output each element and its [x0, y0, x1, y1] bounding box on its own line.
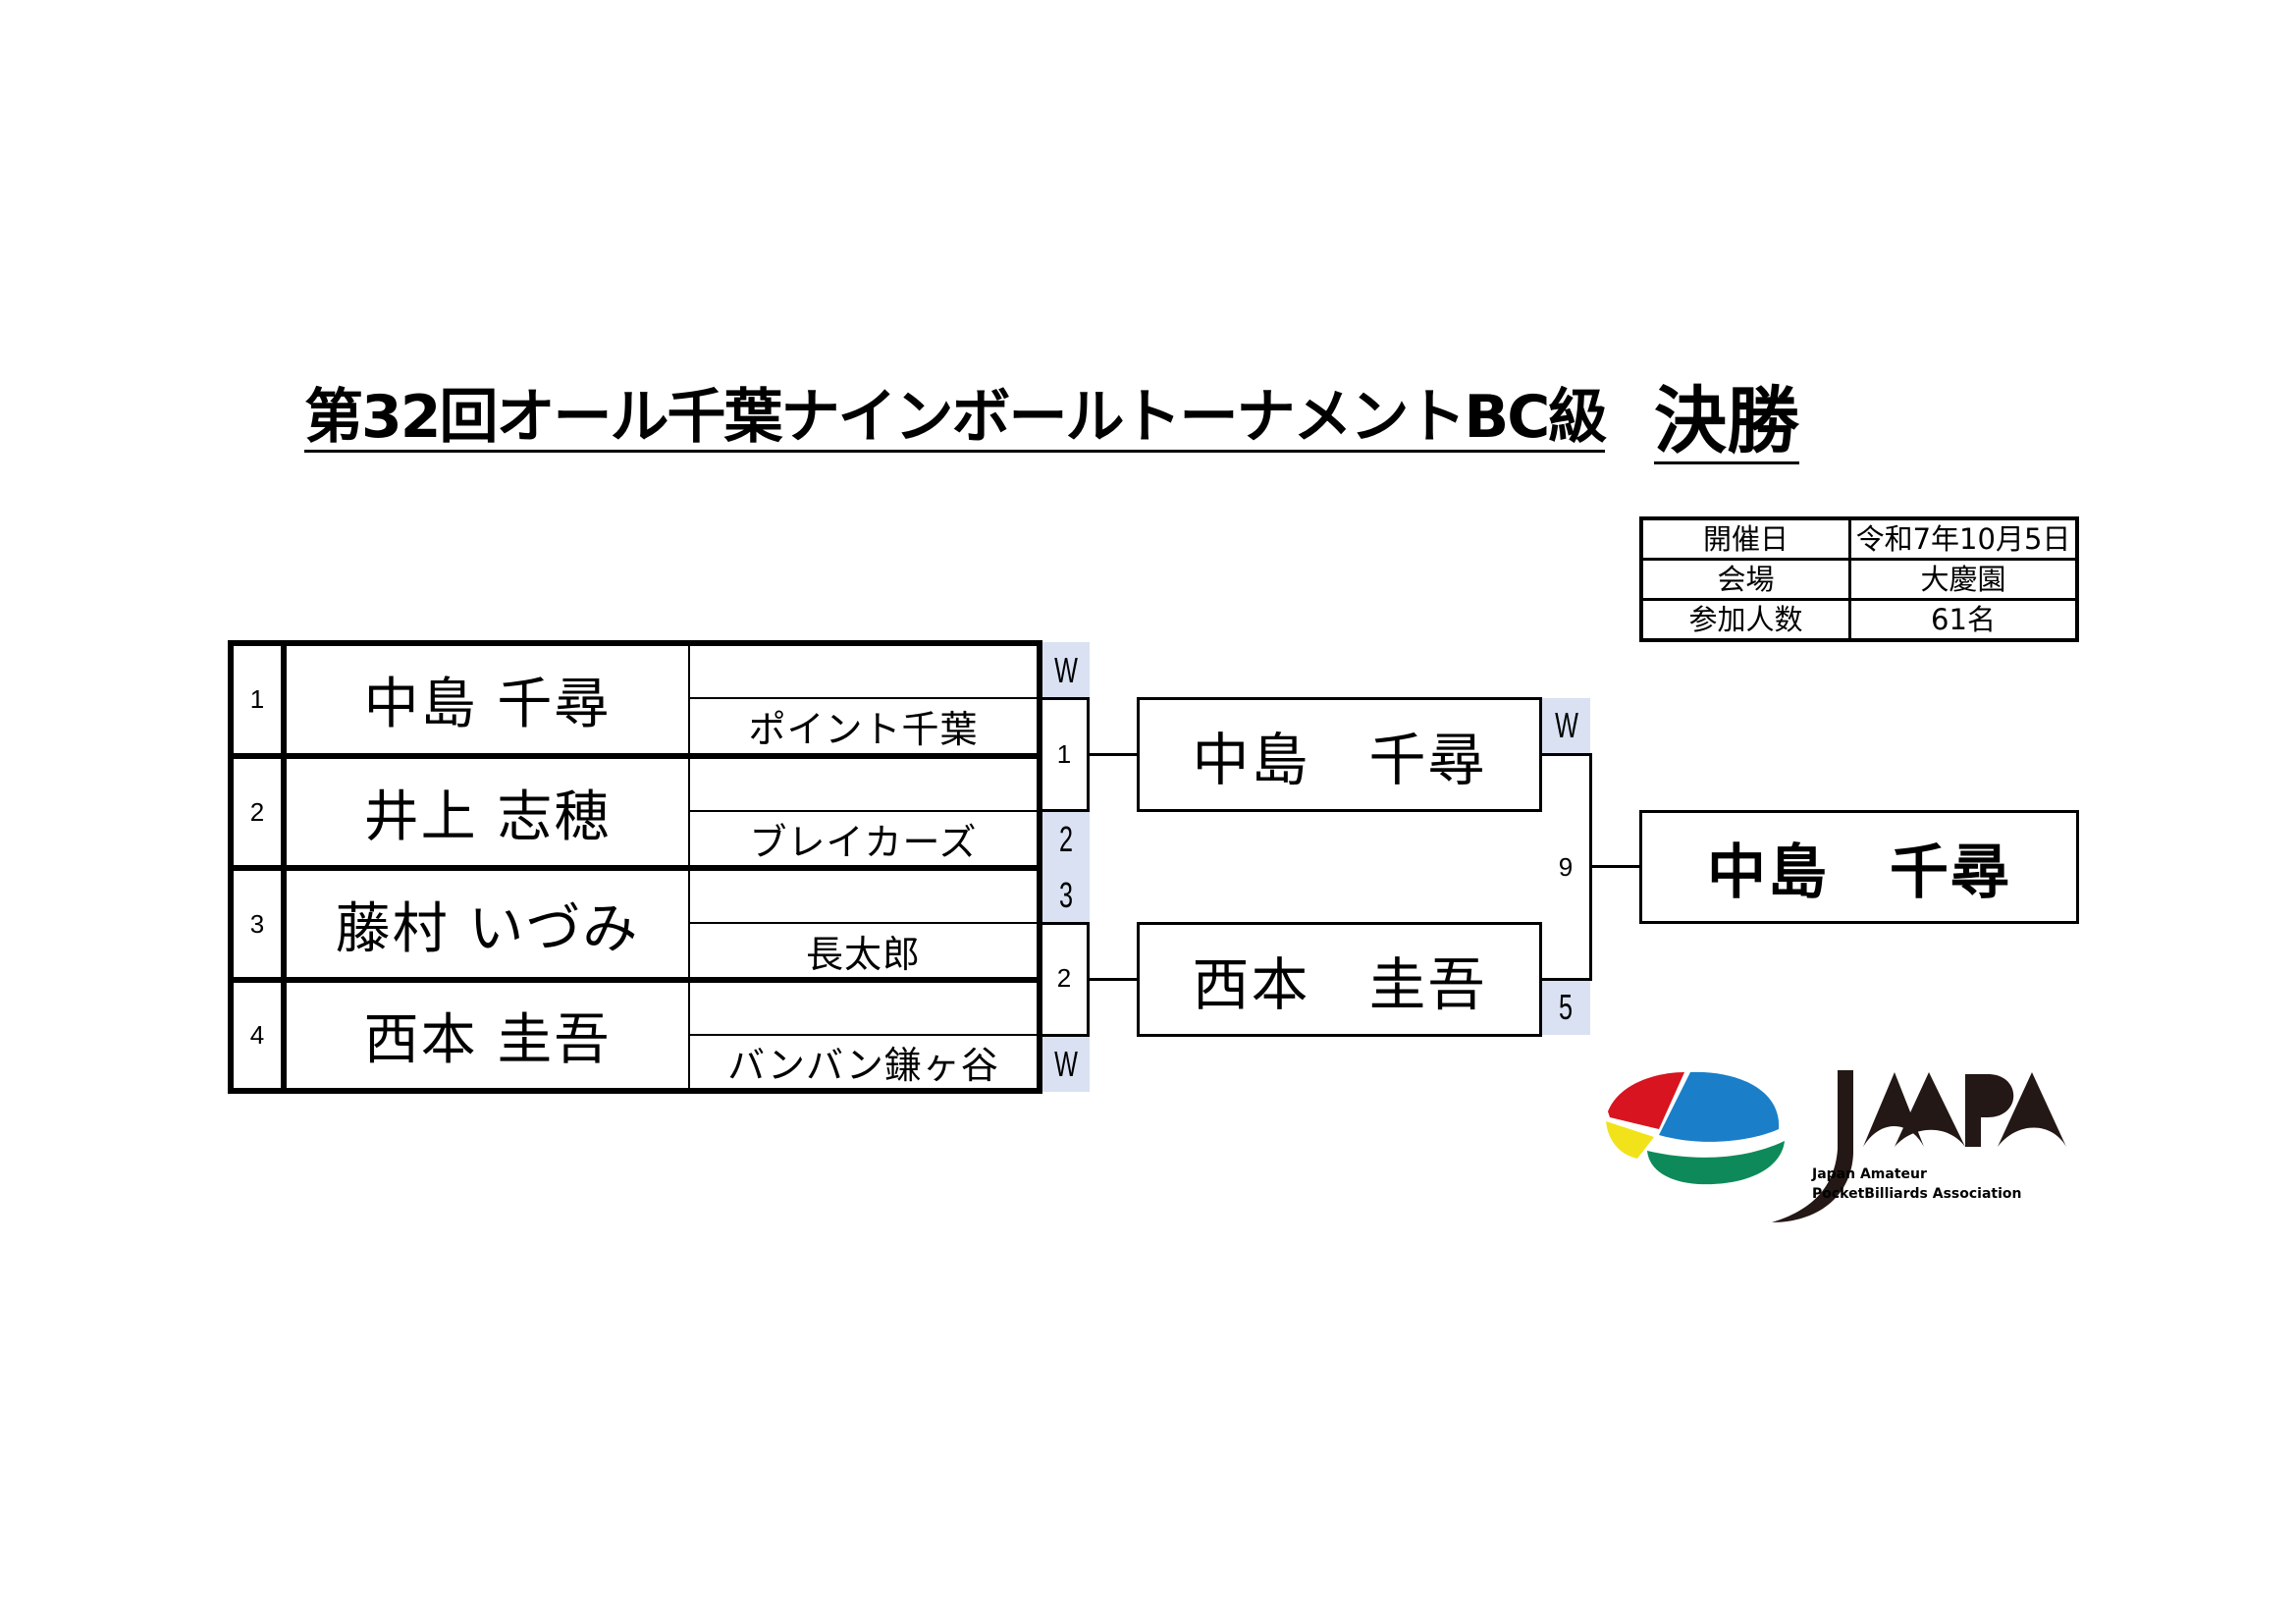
semi-player-box: 西本 圭吾: [1137, 922, 1542, 1037]
bracket-line: [1589, 753, 1592, 981]
player-name: 中島 千尋: [363, 673, 612, 736]
table-number: 1: [1056, 738, 1072, 769]
bracket-line: [1542, 753, 1592, 756]
player-name: 西本 圭吾: [363, 1008, 612, 1072]
bracket-line: [1090, 978, 1139, 981]
score-cell: 2: [1042, 811, 1090, 867]
info-label: 会場: [1639, 558, 1851, 601]
info-value: 61名: [1848, 598, 2079, 642]
club-divider: [689, 922, 1041, 924]
score-cell: W: [1042, 1036, 1090, 1092]
score: 5: [1559, 987, 1574, 1027]
bracket-line: [1542, 978, 1592, 981]
info-label: 開催日: [1639, 516, 1851, 561]
row-divider: [228, 865, 1042, 871]
round-title: 決勝: [1654, 379, 1799, 464]
player-club: ブレイカーズ: [749, 820, 978, 864]
bracket-line: [1087, 697, 1090, 812]
player-club: ポイント千葉: [748, 708, 979, 751]
seed-number: 3: [249, 908, 265, 939]
info-value: 大慶園: [1848, 558, 2079, 601]
score-cell: 3: [1042, 867, 1090, 923]
player-name: 井上 志穂: [363, 785, 612, 849]
table-number: 9: [1558, 851, 1574, 882]
bracket-line: [1090, 753, 1139, 756]
info-value: 令和7年10月5日: [1848, 516, 2079, 561]
seed-number: 1: [249, 684, 265, 714]
info-row-date: 開催日令和7年10月5日: [1639, 516, 2079, 561]
score-cell: W: [1542, 698, 1590, 753]
club-divider: [689, 697, 1041, 699]
bracket-line: [1087, 922, 1090, 1037]
club-divider: [689, 810, 1041, 812]
score-cell: W: [1042, 642, 1090, 698]
player-club: 長太郎: [805, 932, 921, 976]
semi-player-box: 中島 千尋: [1137, 697, 1542, 812]
seed-number: 2: [249, 796, 265, 827]
bracket-line: [1041, 809, 1090, 812]
info-row-venue: 会場大慶園: [1639, 558, 2079, 601]
bracket-line: [1041, 1034, 1090, 1037]
japa-logo-mark: [1606, 1070, 2066, 1222]
logo-text-line2: PocketBilliards Association: [1812, 1186, 2022, 1202]
player-club: バンバン鎌ヶ谷: [727, 1044, 999, 1087]
score: W: [1554, 705, 1578, 745]
tournament-title: 第32回オール千葉ナインボールトーナメントBC級: [304, 383, 1607, 453]
bracket-line: [1041, 697, 1090, 700]
score-cell: 5: [1542, 980, 1590, 1035]
logo-text-line1: Japan Amateur: [1812, 1166, 1927, 1182]
score: 2: [1058, 818, 1074, 859]
bracket-line: [1592, 865, 1639, 868]
japa-logo: Japan Amateur PocketBilliards Associatio…: [1600, 1060, 2071, 1232]
seed-number: 4: [249, 1020, 265, 1050]
score: W: [1054, 649, 1078, 690]
score: 3: [1058, 874, 1074, 915]
row-divider: [228, 753, 1042, 759]
champion-box: 中島 千尋: [1639, 810, 2079, 924]
player-name: 藤村 いづみ: [335, 896, 640, 961]
bracket-line: [1041, 922, 1090, 925]
row-divider: [228, 977, 1042, 983]
info-label: 参加人数: [1639, 598, 1851, 642]
table-number: 2: [1056, 962, 1072, 993]
club-divider: [689, 1034, 1041, 1036]
score: W: [1054, 1043, 1078, 1084]
